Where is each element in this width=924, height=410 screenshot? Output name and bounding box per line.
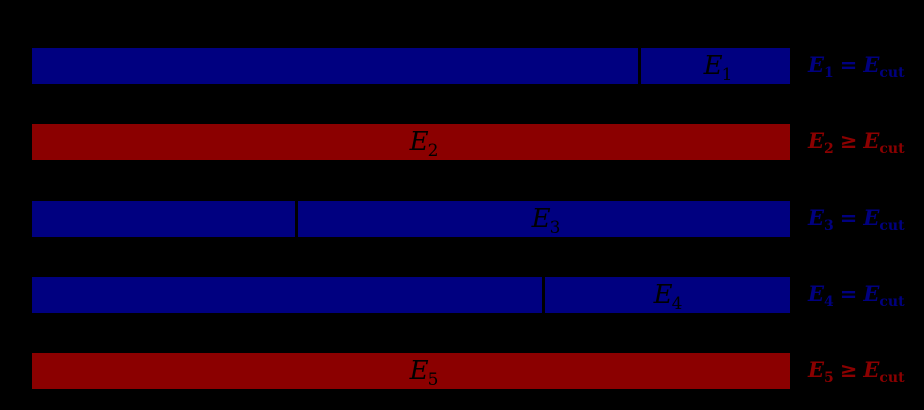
cut-divider — [542, 277, 545, 313]
bar-segment-consumed — [32, 201, 295, 237]
bar-label-1: E1 — [703, 51, 733, 85]
bar-label-4: E4 — [653, 280, 683, 314]
bar-segment-remaining — [641, 48, 790, 84]
bar-segment-full — [32, 353, 790, 389]
energy-row-4: E4 E4=Ecut — [0, 277, 924, 313]
bar-label-5: E5 — [409, 356, 439, 390]
condition-label-4: E4=Ecut — [808, 281, 905, 310]
bar-label-3: E3 — [531, 204, 561, 238]
energy-bar-4: E4 — [32, 277, 790, 313]
energy-bar-2: E2 — [32, 124, 790, 160]
condition-label-5: E5≥Ecut — [808, 357, 905, 386]
cut-divider — [638, 48, 641, 84]
condition-label-1: E1=Ecut — [808, 52, 905, 81]
energy-bar-1: E1 — [32, 48, 790, 84]
energy-bar-5: E5 — [32, 353, 790, 389]
energy-row-3: E3 E3=Ecut — [0, 201, 924, 237]
bar-segment-consumed — [32, 277, 542, 313]
condition-label-2: E2≥Ecut — [808, 128, 905, 157]
bar-label-2: E2 — [409, 127, 439, 161]
energy-row-5: E5 E5≥Ecut — [0, 353, 924, 389]
condition-label-3: E3=Ecut — [808, 205, 905, 234]
bar-segment-consumed — [32, 48, 638, 84]
bar-segment-remaining — [298, 201, 790, 237]
cut-divider — [295, 201, 298, 237]
energy-bar-3: E3 — [32, 201, 790, 237]
energy-row-1: E1 E1=Ecut — [0, 48, 924, 84]
bar-segment-remaining — [545, 277, 790, 313]
energy-row-2: E2 E2≥Ecut — [0, 124, 924, 160]
bar-segment-full — [32, 124, 790, 160]
